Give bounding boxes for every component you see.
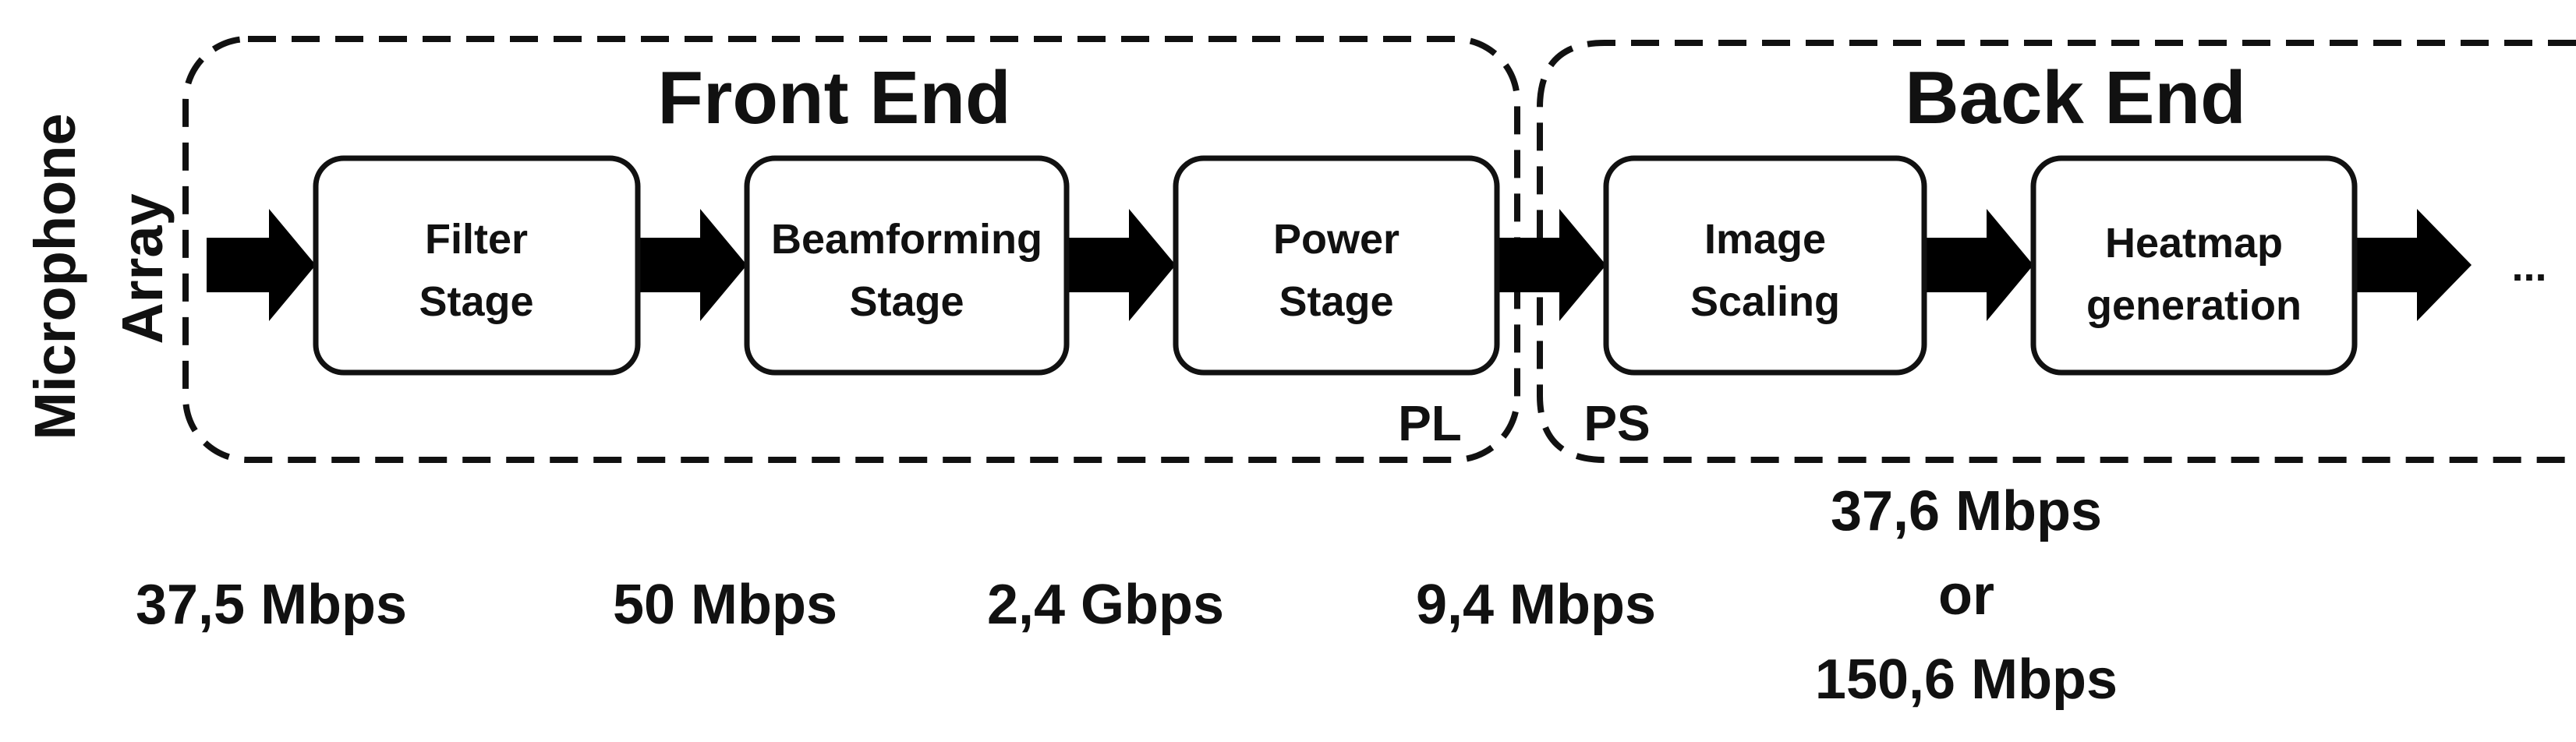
final-rate-line1: 37,6 Mbps — [1831, 480, 2102, 542]
arrow-input-to-filter — [207, 209, 316, 321]
power-stage-line2: Stage — [1279, 278, 1393, 325]
final-rate-line3: 150,6 Mbps — [1815, 648, 2118, 711]
heatmap-generation-line2: generation — [2086, 282, 2302, 329]
array-label: Array — [110, 193, 175, 344]
filter-stage-line1: Filter — [425, 216, 528, 263]
beamforming-stage-line1: Beamforming — [771, 216, 1042, 263]
heatmap-generation-line1: Heatmap — [2105, 220, 2283, 267]
image-scaling-box: Image Scaling — [1603, 155, 1927, 376]
microphone-label: Microphone — [23, 113, 87, 440]
power-stage-box: Power Stage — [1173, 155, 1500, 376]
power-stage-line1: Power — [1273, 216, 1399, 263]
beamforming-stage-box: Beamforming Stage — [744, 155, 1070, 376]
flow-arrows — [207, 209, 2472, 321]
front-end-title: Front End — [657, 56, 1010, 140]
microphone-array-label: Microphone Array — [23, 113, 175, 440]
heatmap-generation-box: Heatmap generation — [2030, 155, 2358, 376]
back-end-region: Back End PS — [1537, 40, 2576, 463]
filter-stage-line2: Stage — [419, 278, 533, 325]
final-rate-line2: or — [1938, 564, 1994, 627]
arrow-image-scaling-to-heatmap — [1924, 209, 2033, 321]
rate-beamforming-output: 2,4 Gbps — [987, 574, 1224, 636]
rate-filter-output: 50 Mbps — [613, 574, 837, 636]
rate-power-output: 9,4 Mbps — [1416, 574, 1656, 636]
rate-input: 37,5 Mbps — [136, 574, 407, 636]
arrow-power-to-image-scaling — [1497, 209, 1606, 321]
beamforming-stage-line2: Stage — [849, 278, 964, 325]
ps-region-label: PS — [1583, 395, 1650, 451]
back-end-title: Back End — [1905, 56, 2245, 140]
arrow-filter-to-beamforming — [638, 209, 747, 321]
arrow-beamforming-to-power — [1067, 209, 1176, 321]
pl-region-label: PL — [1398, 395, 1462, 451]
arrow-heatmap-output — [2355, 209, 2472, 321]
image-scaling-line1: Image — [1704, 216, 1826, 263]
image-scaling-line2: Scaling — [1690, 278, 1840, 325]
continuation-ellipsis: ... — [2511, 243, 2546, 290]
filter-stage-box: Filter Stage — [313, 155, 641, 376]
final-rate-label: 37,6 Mbps or 150,6 Mbps — [1815, 480, 2118, 711]
data-rate-labels: 37,5 Mbps 50 Mbps 2,4 Gbps 9,4 Mbps — [136, 574, 1656, 636]
